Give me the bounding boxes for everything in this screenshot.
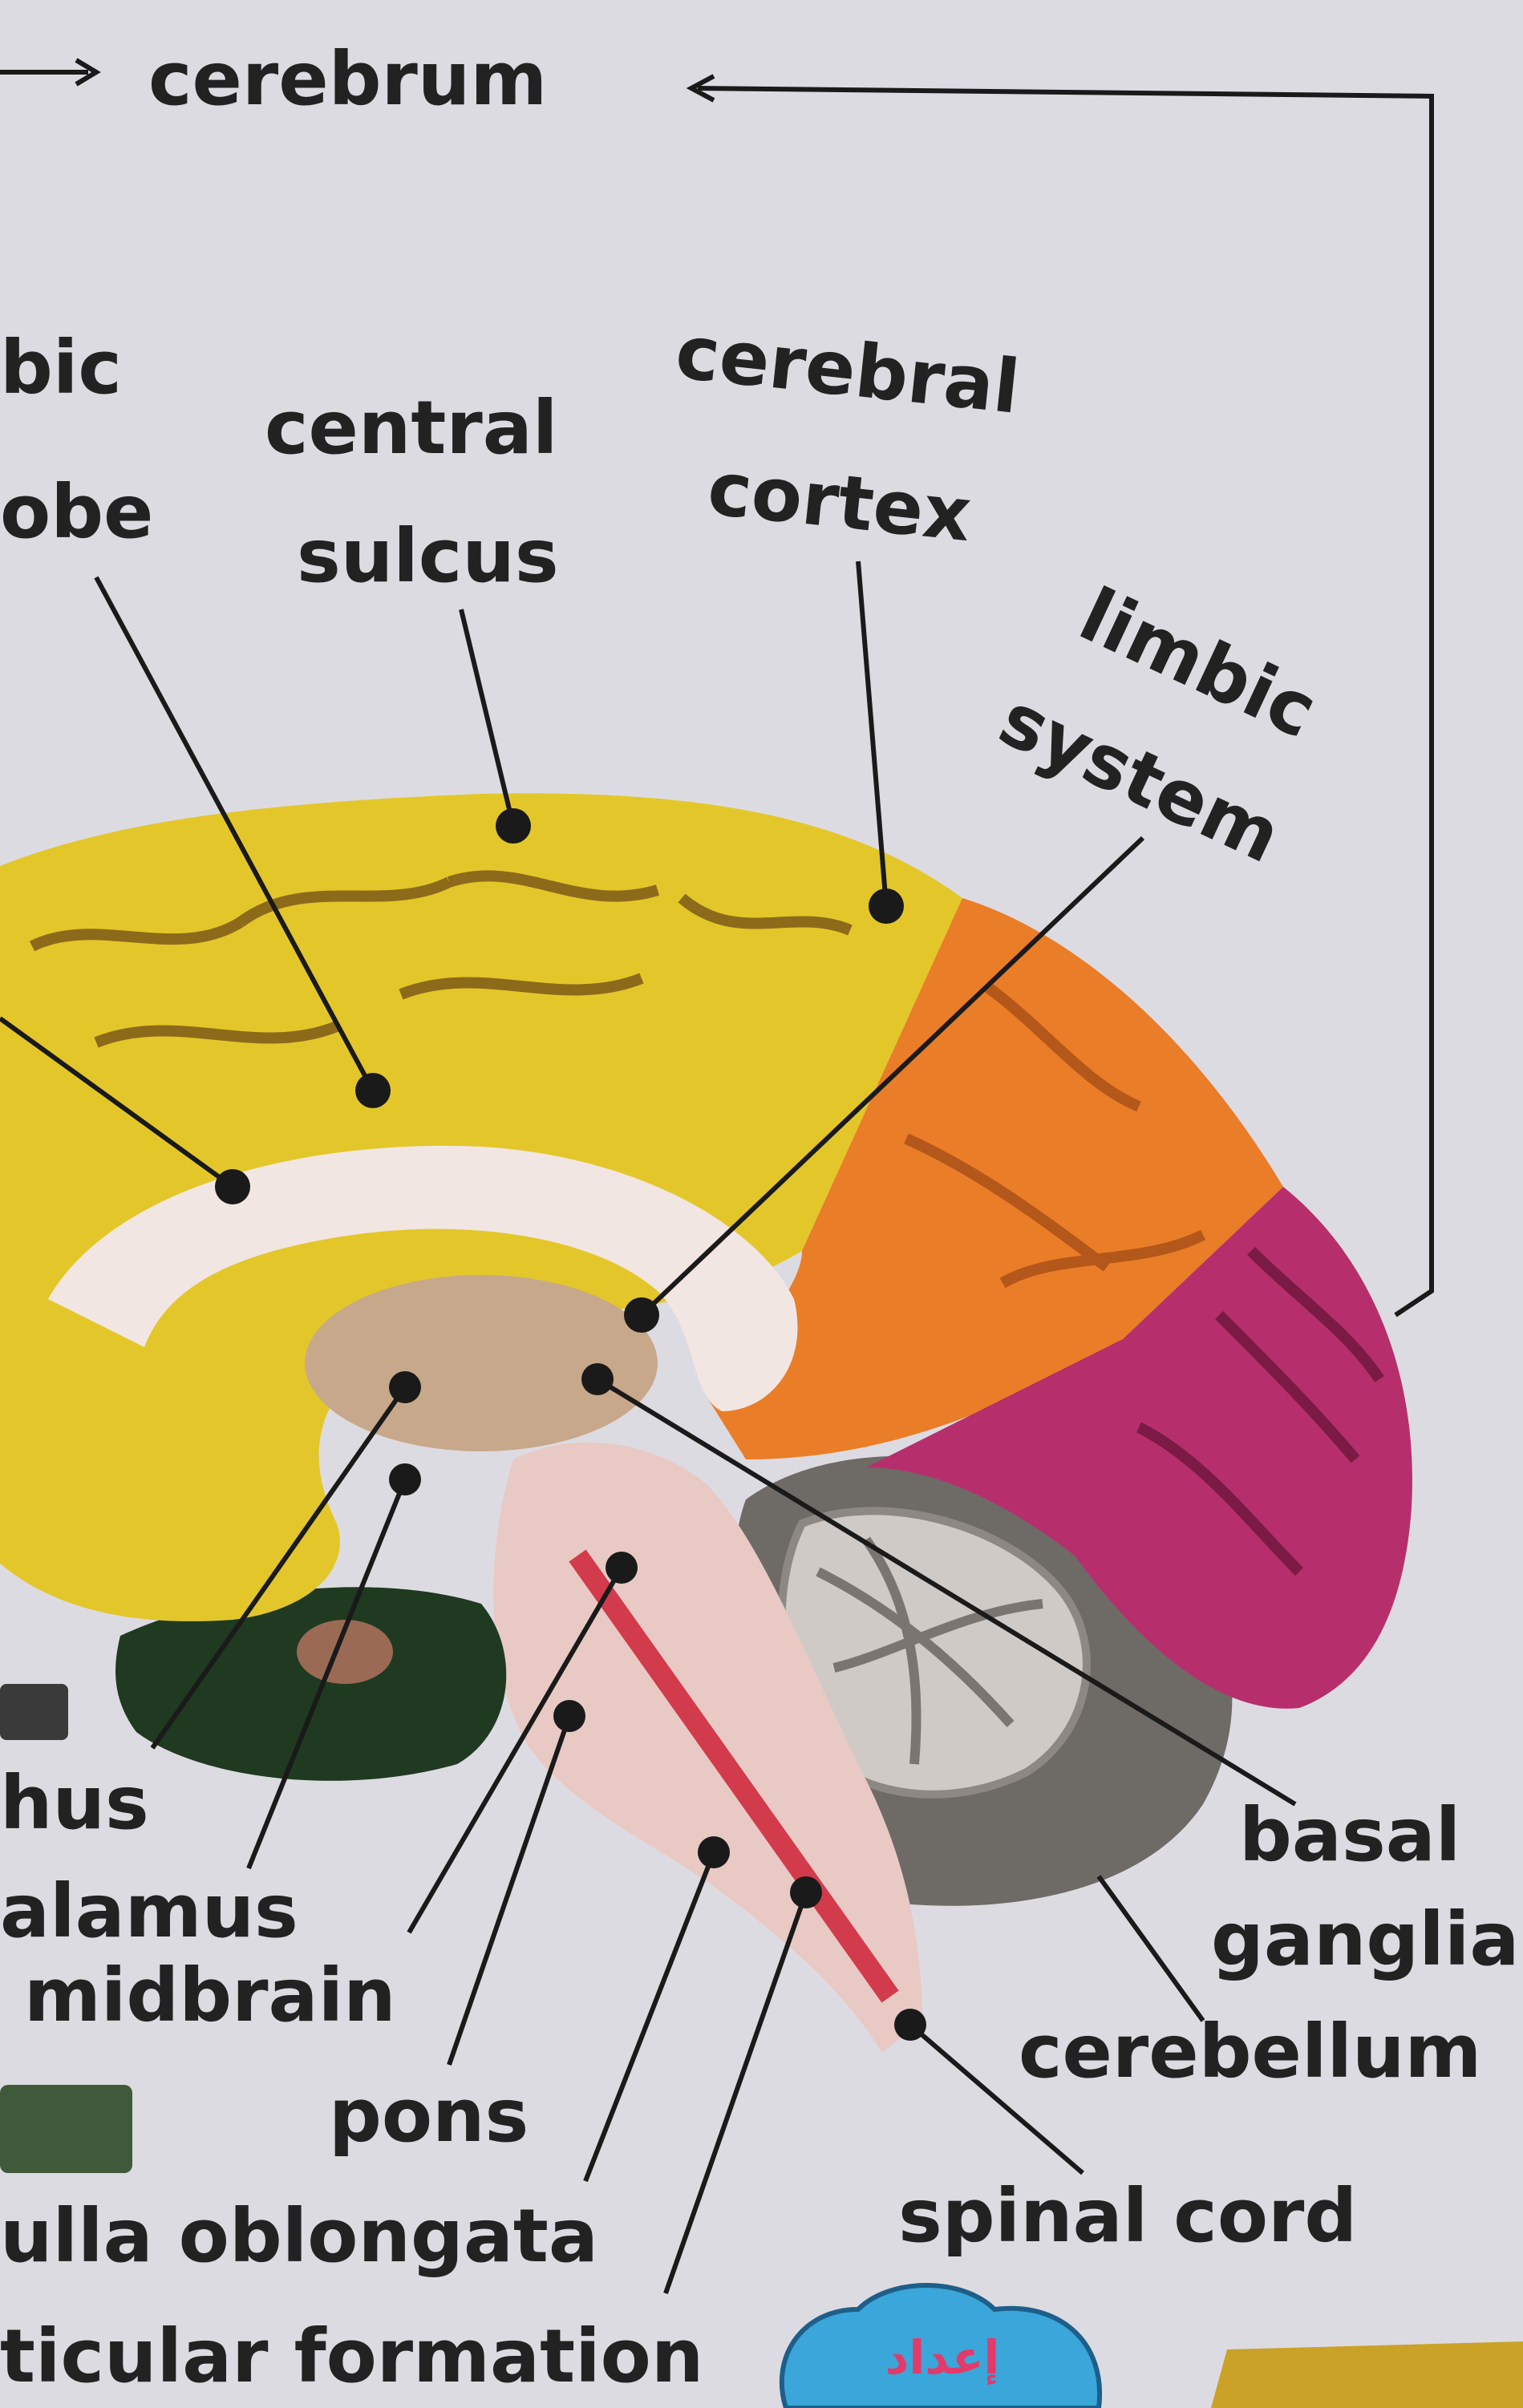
label-hypothalamus: hus (0, 1760, 149, 1846)
label-central-1: central (265, 385, 557, 471)
label-reticular: ticular formation (0, 2313, 703, 2399)
left-tab-upper (0, 1684, 68, 1740)
label-cortex-2: cortex (704, 445, 975, 558)
label-midbrain: midbrain (24, 1953, 396, 2038)
label-cerebrum: cerebrum (148, 36, 547, 122)
label-limbic-lobe-2: obe (0, 469, 153, 555)
label-basal-1: basal (1239, 1792, 1460, 1878)
thalamus-region (305, 1275, 658, 1451)
label-cerebellum: cerebellum (1019, 2009, 1481, 2094)
label-spinal-cord: spinal cord (898, 2173, 1357, 2259)
label-central-2: sulcus (297, 513, 559, 599)
badge-text: إعداد (885, 2330, 1000, 2386)
left-tab-lower (0, 2085, 132, 2173)
label-thalamus: alamus (0, 1868, 298, 1954)
bottom-right-tab (1211, 2341, 1523, 2408)
badge: إعداد (782, 2285, 1100, 2408)
label-cortex-1: cerebral (672, 309, 1023, 430)
label-pons: pons (329, 2073, 529, 2159)
label-medulla: ulla oblongata (0, 2193, 598, 2279)
label-limbic-lobe-1: bic (0, 325, 122, 411)
label-basal-2: ganglia (1211, 1896, 1519, 1982)
